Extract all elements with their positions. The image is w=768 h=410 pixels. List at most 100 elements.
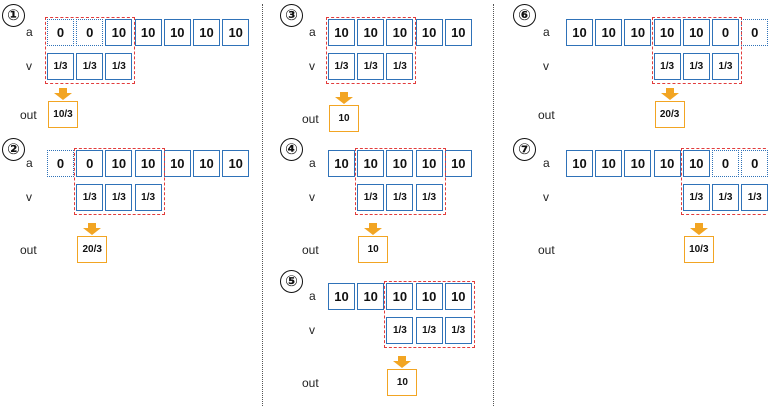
- label-out: out: [302, 112, 319, 126]
- a-cell: 10: [386, 150, 414, 177]
- output-box: 20/3: [654, 101, 685, 128]
- column-separator: [493, 4, 494, 406]
- step-number: ③: [280, 4, 303, 27]
- a-cell: 10: [222, 150, 250, 177]
- down-arrow-icon: [53, 87, 73, 100]
- v-cell: 1/3: [682, 184, 710, 211]
- a-cell: 10: [386, 19, 414, 46]
- a-cell: 10: [163, 150, 191, 177]
- output-box: 10/3: [683, 236, 714, 263]
- a-cell: 10: [653, 150, 681, 177]
- v-cell: 1/3: [444, 317, 472, 344]
- down-arrow-icon: [363, 222, 383, 235]
- label-out: out: [20, 108, 37, 122]
- a-cell: 0: [712, 19, 739, 46]
- a-cell: 10: [328, 150, 355, 177]
- label-out: out: [302, 376, 319, 390]
- v-cell: 1/3: [134, 184, 162, 211]
- down-arrow-icon: [334, 91, 354, 104]
- label-out: out: [538, 108, 555, 122]
- a-cell: 10: [444, 19, 472, 46]
- a-cell: 10: [134, 150, 162, 177]
- a-cell: 10: [444, 150, 472, 177]
- label-a: a: [309, 25, 316, 39]
- v-cell: 1/3: [76, 184, 104, 211]
- v-cell: 1/3: [105, 53, 133, 80]
- label-v: v: [26, 59, 32, 73]
- label-a: a: [309, 289, 316, 303]
- step-number: ①: [2, 4, 25, 27]
- label-a: a: [26, 25, 33, 39]
- a-cell: 10: [105, 19, 133, 46]
- label-v: v: [309, 323, 315, 337]
- v-cell: 1/3: [415, 317, 443, 344]
- a-cell: 10: [357, 283, 385, 310]
- v-cell: 1/3: [386, 317, 414, 344]
- label-a: a: [309, 156, 316, 170]
- v-cell: 1/3: [712, 53, 739, 80]
- a-cell: 0: [76, 150, 104, 177]
- a-cell: 10: [222, 19, 250, 46]
- v-cell: 1/3: [357, 53, 385, 80]
- down-arrow-icon: [82, 222, 102, 235]
- column-separator: [262, 4, 263, 406]
- label-a: a: [543, 156, 550, 170]
- a-cell: 10: [193, 150, 220, 177]
- label-v: v: [309, 59, 315, 73]
- a-cell: 10: [682, 19, 710, 46]
- v-cell: 1/3: [386, 53, 414, 80]
- label-out: out: [538, 243, 555, 257]
- label-out: out: [302, 243, 319, 257]
- a-cell: 10: [386, 283, 414, 310]
- a-cell: 10: [624, 150, 652, 177]
- output-box: 20/3: [77, 236, 108, 263]
- a-cell: 10: [415, 150, 443, 177]
- v-cell: 1/3: [741, 184, 768, 211]
- label-v: v: [26, 190, 32, 204]
- v-cell: 1/3: [682, 53, 710, 80]
- a-cell: 10: [163, 19, 191, 46]
- a-cell: 0: [47, 19, 74, 46]
- a-cell: 0: [76, 19, 104, 46]
- a-cell: 10: [566, 150, 593, 177]
- down-arrow-icon: [660, 87, 680, 100]
- a-cell: 10: [444, 283, 472, 310]
- step-number: ⑥: [513, 4, 536, 27]
- v-cell: 1/3: [653, 53, 681, 80]
- a-cell: 0: [741, 150, 768, 177]
- v-cell: 1/3: [357, 184, 385, 211]
- output-box: 10: [387, 369, 418, 396]
- v-cell: 1/3: [76, 53, 104, 80]
- label-a: a: [543, 25, 550, 39]
- a-cell: 10: [653, 19, 681, 46]
- v-cell: 1/3: [712, 184, 739, 211]
- v-cell: 1/3: [328, 53, 355, 80]
- a-cell: 10: [328, 19, 355, 46]
- label-v: v: [309, 190, 315, 204]
- a-cell: 10: [134, 19, 162, 46]
- a-cell: 10: [682, 150, 710, 177]
- label-v: v: [543, 190, 549, 204]
- label-v: v: [543, 59, 549, 73]
- output-box: 10/3: [48, 101, 78, 128]
- a-cell: 0: [47, 150, 74, 177]
- a-cell: 0: [741, 19, 768, 46]
- step-number: ⑦: [513, 138, 536, 161]
- a-cell: 10: [105, 150, 133, 177]
- a-cell: 10: [415, 19, 443, 46]
- a-cell: 10: [624, 19, 652, 46]
- v-cell: 1/3: [105, 184, 133, 211]
- a-cell: 10: [357, 150, 385, 177]
- step-number: ②: [2, 138, 25, 161]
- a-cell: 10: [566, 19, 593, 46]
- output-box: 10: [358, 236, 389, 263]
- output-box: 10: [329, 105, 359, 132]
- step-number: ⑤: [280, 270, 303, 293]
- a-cell: 10: [595, 150, 623, 177]
- a-cell: 10: [193, 19, 220, 46]
- a-cell: 10: [357, 19, 385, 46]
- v-cell: 1/3: [386, 184, 414, 211]
- a-cell: 10: [328, 283, 355, 310]
- label-out: out: [20, 243, 37, 257]
